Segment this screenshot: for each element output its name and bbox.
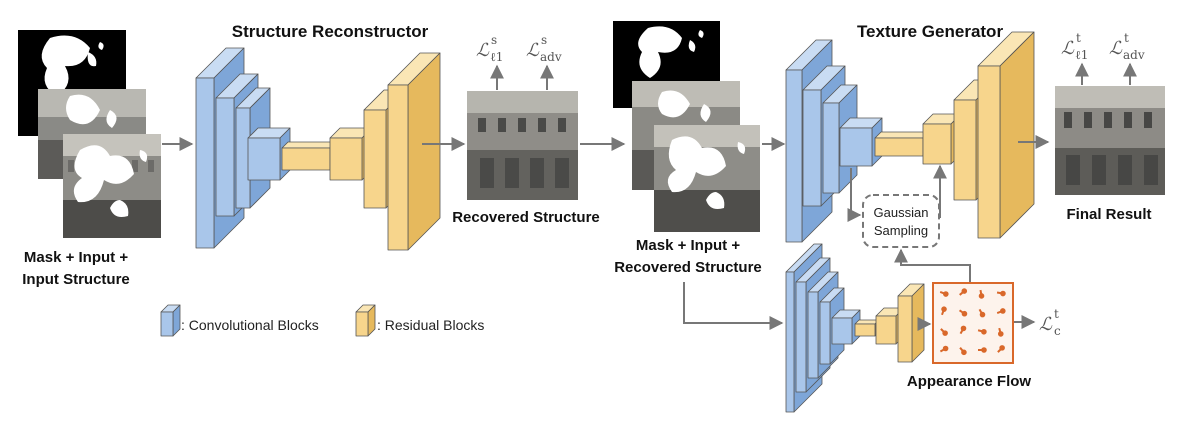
tex-res-block-4 — [977, 31, 1035, 239]
structure-reconstructor-network — [195, 47, 441, 251]
appearance-flow-field — [932, 282, 1014, 364]
recovered-structure-input-image — [654, 125, 760, 232]
svg-text:c: c — [1054, 324, 1061, 338]
rec-res-block-1 — [281, 141, 337, 171]
flow-vector-head — [978, 293, 985, 299]
svg-text:ℒ: ℒ — [1061, 38, 1075, 59]
flow-vector-head — [999, 345, 1005, 351]
flow-vector-head — [941, 306, 947, 312]
gaussian-label-line2: Sampling — [874, 223, 928, 238]
final-result-label: Final Result — [1066, 206, 1151, 223]
legend-conv-label: : Convolutional Blocks — [181, 317, 319, 333]
recovered-structure-image — [467, 91, 578, 200]
flow-vector-head — [961, 288, 968, 294]
tex-adv-loss: ℒ t adv — [1109, 31, 1145, 62]
legend-conv-cube — [160, 304, 181, 337]
arrow-flow-to-gaussian — [894, 248, 971, 282]
flow-vector-head — [961, 349, 967, 356]
svg-text:ℒ: ℒ — [1039, 314, 1053, 335]
input-label-line1: Mask + Input + — [24, 249, 128, 266]
legend-res-label: : Residual Blocks — [377, 317, 484, 333]
svg-text:ℓ1: ℓ1 — [1075, 48, 1088, 62]
structure-reconstructor-title: Structure Reconstructor — [232, 22, 429, 41]
flow-vector-head — [997, 331, 1004, 337]
legend-res-swatch — [355, 304, 376, 337]
flow-vector-head — [1000, 308, 1006, 314]
gaussian-label-line1: Gaussian — [874, 205, 929, 220]
texture-generator-title: Texture Generator — [857, 22, 1004, 41]
legend: : Convolutional Blocks : Residual Blocks — [160, 304, 484, 337]
flow-c-loss: ℒ t c — [1039, 307, 1061, 338]
texture-input-stack — [613, 21, 760, 232]
arrow-encoder-to-gaussian — [847, 168, 862, 222]
svg-text:adv: adv — [540, 50, 562, 64]
flow-res-block-1 — [854, 319, 880, 337]
rec-l1-loss: ℒ s ℓ1 — [476, 33, 503, 64]
texture-generator-network — [785, 31, 1035, 243]
svg-text:t: t — [1054, 307, 1059, 321]
appearance-flow-label: Appearance Flow — [907, 373, 1032, 390]
legend-conv-swatch — [160, 304, 181, 337]
svg-text:t: t — [1076, 31, 1081, 45]
svg-text:s: s — [541, 33, 547, 47]
svg-text:ℒ: ℒ — [526, 40, 540, 61]
texture-input-label-line1: Mask + Input + — [636, 237, 740, 254]
flow-vector-head — [981, 347, 987, 353]
tex-l1-loss: ℒ t ℓ1 — [1061, 31, 1088, 62]
input-structure-image — [63, 134, 161, 238]
tex-res-block-1 — [874, 131, 930, 157]
flow-vector-head — [1000, 290, 1006, 297]
final-result-image — [1055, 86, 1165, 195]
arrow-input-to-flow-network — [683, 282, 784, 330]
flow-vector-head — [960, 325, 967, 332]
flow-vector-head — [943, 291, 949, 297]
svg-text:ℒ: ℒ — [476, 40, 490, 61]
svg-text:ℓ1: ℓ1 — [490, 50, 503, 64]
svg-text:s: s — [491, 33, 497, 47]
flow-vector-head — [961, 310, 968, 317]
recovered-structure-label: Recovered Structure — [452, 209, 600, 226]
svg-text:ℒ: ℒ — [1109, 38, 1123, 59]
flow-vector-head — [942, 345, 949, 352]
rec-adv-loss: ℒ s adv — [526, 33, 562, 64]
gaussian-sampling-box — [862, 194, 940, 248]
texture-input-label-line2: Recovered Structure — [614, 259, 762, 276]
flow-vector-head — [942, 330, 948, 336]
legend-res-cube — [355, 304, 376, 337]
appearance-flow-network — [785, 243, 925, 413]
flow-conv-block-5 — [831, 309, 861, 345]
input-label-line2: Input Structure — [22, 271, 130, 288]
svg-text:t: t — [1124, 31, 1129, 45]
svg-text:adv: adv — [1123, 48, 1145, 62]
flow-vector-head — [979, 311, 986, 318]
rec-res-block-4 — [387, 52, 441, 251]
flow-vector-head — [981, 328, 987, 335]
input-image-stack — [18, 30, 161, 238]
tex-conv-block-4 — [839, 117, 883, 167]
